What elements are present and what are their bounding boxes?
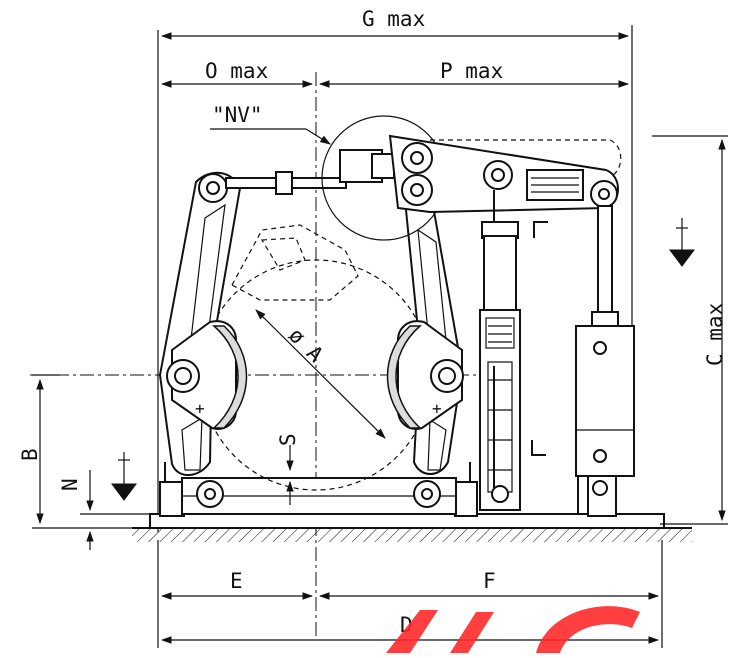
svg-text:+: + xyxy=(432,399,442,418)
diameter-a-label: ø A xyxy=(284,323,328,367)
s-label: S xyxy=(276,433,300,446)
spring-unit xyxy=(575,205,635,517)
nv-label: "NV" xyxy=(212,103,263,127)
force-arrow-right xyxy=(669,218,695,267)
dimension-n: N xyxy=(58,452,150,550)
b-label: B xyxy=(18,448,42,461)
right-brake-arm: + xyxy=(386,188,464,508)
thruster xyxy=(479,190,548,511)
dimension-b: B xyxy=(18,374,150,529)
watermark-logo xyxy=(386,606,640,653)
c-max-label: C max xyxy=(703,303,727,366)
base-plate xyxy=(132,462,692,542)
dimension-o-p-max: O max P max xyxy=(160,59,630,88)
top-lever xyxy=(388,134,622,214)
f-label: F xyxy=(483,569,496,593)
p-max-label: P max xyxy=(440,59,503,83)
dimension-s: S xyxy=(276,433,300,505)
nv-callout: "NV" xyxy=(210,103,331,145)
g-max-label: G max xyxy=(362,7,425,31)
dimension-g-max: G max xyxy=(157,7,633,532)
left-brake-arm: + xyxy=(158,172,248,508)
e-label: E xyxy=(230,569,243,593)
dimension-e-f: E F xyxy=(157,540,663,648)
o-max-label: O max xyxy=(205,59,268,83)
n-label: N xyxy=(58,478,82,491)
dimension-c-max: C max xyxy=(652,135,728,525)
svg-text:+: + xyxy=(195,399,205,418)
ground-hatch xyxy=(132,528,692,542)
tie-rod xyxy=(225,149,395,195)
